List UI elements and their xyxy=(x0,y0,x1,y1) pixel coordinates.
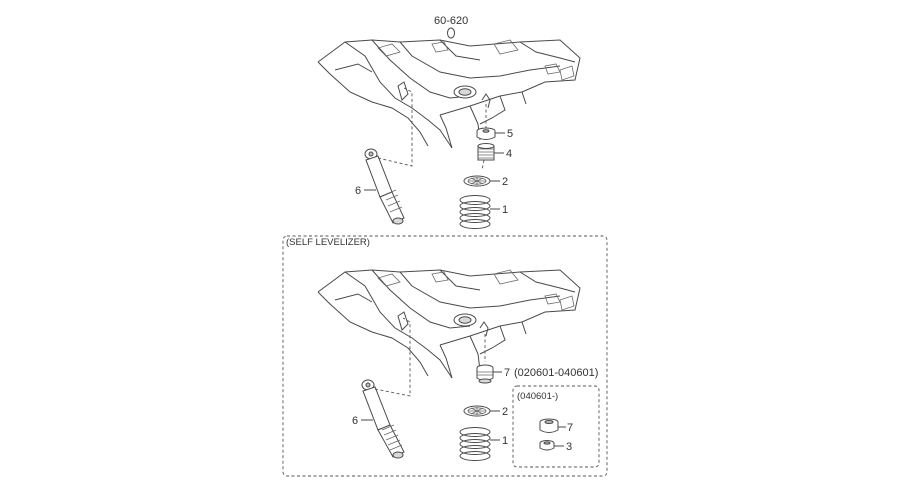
inset-title: (040601-) xyxy=(517,391,558,402)
chassis-frame-lower xyxy=(317,269,581,379)
self-levelizer-title: (SELF LEVELIZER) xyxy=(286,237,370,248)
reference-label: 60-620 xyxy=(434,15,468,27)
bump-stopper-4: 4 xyxy=(477,143,512,161)
levelizer-callout-1: 1 xyxy=(502,435,508,447)
levelizer-callout-7: 7 xyxy=(504,367,510,379)
shock-absorber-lower xyxy=(361,317,411,459)
levelizer-coil-spring-1: 1 xyxy=(459,427,508,461)
inset-frame xyxy=(512,385,600,468)
insulator-2: 2 xyxy=(463,175,508,188)
self-levelizer-section: (SELF LEVELIZER) xyxy=(282,235,608,477)
chassis-frame xyxy=(317,39,581,149)
inset-callout-7: 7 xyxy=(567,422,573,434)
top-callout-1: 1 xyxy=(502,204,508,216)
reference-marker xyxy=(447,27,455,39)
top-callout-4: 4 xyxy=(506,148,512,160)
levelizer-insulator-2: 2 xyxy=(463,405,508,418)
self-levelizer-frame xyxy=(282,235,608,477)
top-callout-6: 6 xyxy=(355,185,361,197)
levelizer-callout-6: 6 xyxy=(352,415,358,427)
levelizer-part-7: 7 (020601-040601) xyxy=(476,364,598,384)
levelizer-callout-2: 2 xyxy=(502,406,508,418)
inset-callout-3: 3 xyxy=(566,441,572,453)
top-callout-5: 5 xyxy=(507,128,513,140)
top-callout-2: 2 xyxy=(502,176,508,188)
coil-spring-1: 1 xyxy=(459,195,508,229)
levelizer-callout-7-note: (020601-040601) xyxy=(514,367,598,379)
bump-cap-5: 5 xyxy=(476,127,513,140)
shock-absorber xyxy=(364,87,413,225)
inset-section: (040601-) 7 3 xyxy=(512,385,600,468)
top-diagram: 60-620 xyxy=(317,15,581,229)
